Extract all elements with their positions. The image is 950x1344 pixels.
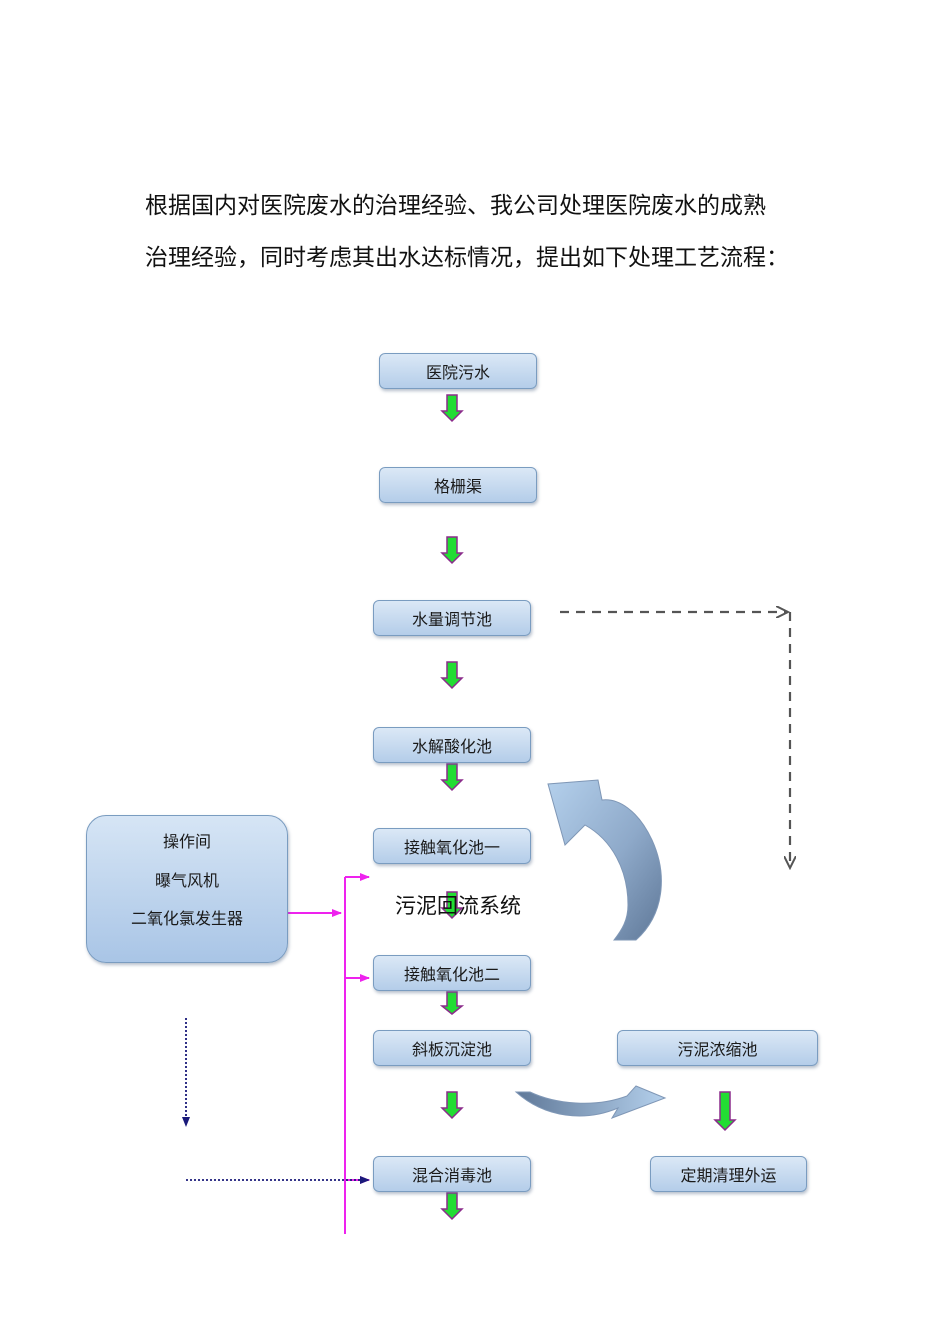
intro-line-1: 根据国内对医院废水的治理经验、我公司处理医院废水的成熟 [145,193,766,219]
node-sludge-thickener: 污泥浓缩池 [617,1030,818,1066]
node-hydrolysis-tank: 水解酸化池 [373,727,531,763]
down-arrow-icon [440,536,464,565]
intro-line-2: 治理经验，同时考虑其出水达标情况，提出如下处理工艺流程： [145,245,789,271]
node-inclined-settler: 斜板沉淀池 [373,1030,531,1066]
bypass-dashed-line [560,612,790,868]
sludge-transfer-arrow-icon [514,1085,667,1119]
sludge-return-label: 污泥回流系统 [395,894,521,918]
node-equalization-tank: 水量调节池 [373,600,531,636]
air-supply-lines [274,873,370,1234]
down-arrow-icon [713,1091,737,1132]
down-arrow-icon [440,661,464,690]
node-screen-channel: 格栅渠 [379,467,537,503]
down-arrow-icon [439,991,465,1015]
sludge-return-arrow-icon [547,779,662,941]
node-contact-oxidation-2: 接触氧化池二 [373,955,531,991]
operation-room-box: 操作间 曝气风机 二氧化氯发生器 [86,815,288,963]
aeration-blower-label: 曝气风机 [154,871,219,890]
down-arrow-icon [440,1192,464,1221]
down-arrows [439,394,737,1221]
intro-paragraph: 根据国内对医院废水的治理经验、我公司处理医院废水的成熟 治理经验，同时考虑其出水… [145,180,825,284]
chlorine-dioxide-generator-label: 二氧化氯发生器 [130,909,243,928]
node-disinfection-tank: 混合消毒池 [373,1156,531,1192]
dosing-dotted-lines [182,1018,370,1184]
down-arrow-icon [440,763,464,792]
node-contact-oxidation-1: 接触氧化池一 [373,828,531,864]
down-arrow-icon [440,1091,464,1120]
operation-room-title: 操作间 [162,832,211,851]
down-arrow-icon [440,394,464,423]
node-sludge-disposal: 定期清理外运 [650,1156,807,1192]
node-hospital-sewage: 医院污水 [379,353,537,389]
